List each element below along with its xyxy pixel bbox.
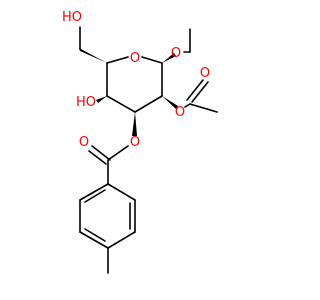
benzoyl-ester-oxygen-label: O bbox=[130, 135, 140, 150]
acetyl-carbonyl-oxygen-label: O bbox=[200, 66, 210, 81]
bond-c3-c4 bbox=[106, 95, 136, 113]
wedge-c4-oh bbox=[96, 96, 107, 103]
acetyl-ester-oxygen-label: O bbox=[175, 105, 185, 120]
bond-cacyl-ch3 bbox=[189, 103, 218, 113]
structure-canvas: HO O O HO O O O O bbox=[62, 10, 218, 274]
bond-ar6-ar1 bbox=[107, 183, 136, 201]
bond-oacetyl-cacyl bbox=[184, 103, 191, 108]
c4-hydroxyl-label: HO bbox=[76, 95, 96, 110]
bond-c6-o5 bbox=[106, 56, 129, 64]
wedge-c2-oacetyl bbox=[162, 96, 178, 109]
bond-cacyl-o-double-2 bbox=[191, 81, 209, 103]
wedge-c6-ch2 bbox=[79, 48, 107, 63]
bond-ar4-ar5 bbox=[107, 231, 136, 249]
bond-o5-c1 bbox=[141, 56, 163, 64]
bond-ar-inner-1 bbox=[84, 189, 106, 203]
bond-ar3-ar4 bbox=[79, 231, 109, 249]
bond-ar1-ar2 bbox=[79, 183, 109, 201]
bond-ccarbonyl-o-double-2 bbox=[88, 150, 107, 165]
wedge-c3-obenzoyl bbox=[132, 112, 137, 136]
benzoyl-carbonyl-oxygen-label: O bbox=[79, 135, 89, 150]
molecule-structure: HO O O HO O O O O bbox=[62, 10, 218, 274]
wedge-c1-omethoxy bbox=[162, 53, 176, 63]
bond-c2-c3 bbox=[134, 95, 163, 113]
ch2oh-oh-label: HO bbox=[62, 10, 82, 25]
bond-obenzoyl-ccarbonyl bbox=[107, 145, 129, 161]
bond-cacyl-o-double-1 bbox=[186, 79, 204, 101]
ring-oxygen-label: O bbox=[130, 51, 140, 66]
methoxy-oxygen-label: O bbox=[171, 46, 181, 61]
bond-ccarbonyl-o-double-1 bbox=[91, 145, 111, 161]
bond-ar-inner-2 bbox=[84, 228, 106, 242]
